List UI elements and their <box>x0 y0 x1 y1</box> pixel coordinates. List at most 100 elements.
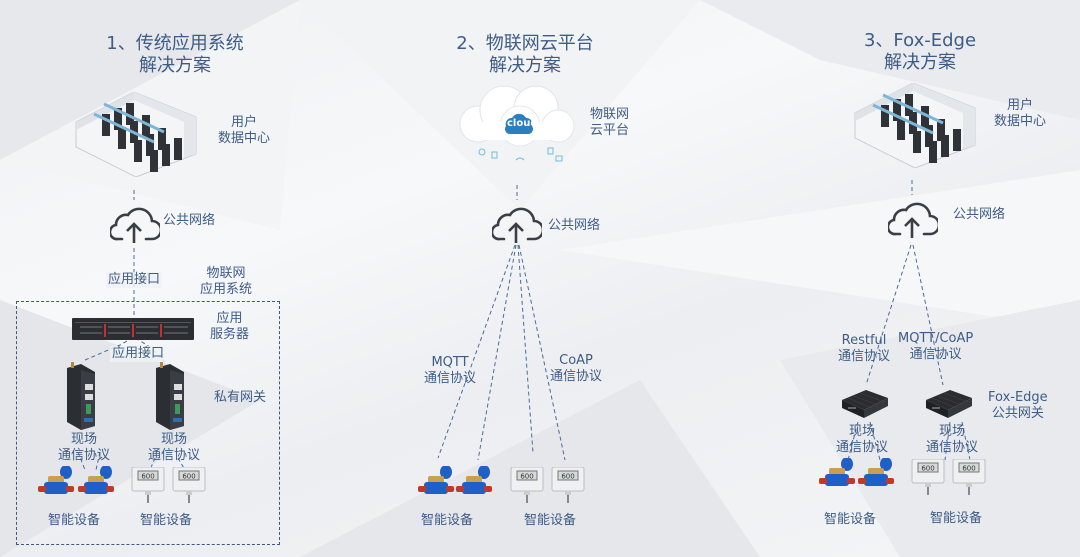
col3-field-proto-left-line2: 通信协议 <box>836 440 889 455</box>
sensor-icon: 600 <box>172 466 206 503</box>
col1-datacenter-label: 用户 数据中心 <box>218 115 270 147</box>
sensor-device: 600 <box>911 458 945 499</box>
col3-datacenter-label: 用户 数据中心 <box>994 98 1046 130</box>
col1-field-proto-right: 现场 通信协议 <box>148 432 200 464</box>
private-gateway-icon-2 <box>156 362 184 430</box>
col3-devices-right-label: 智能设备 <box>930 511 983 526</box>
col3-proto-right: MQTT/CoAP 通信协议 <box>898 331 973 363</box>
sensor-device: 600 <box>510 466 544 507</box>
col3-gateway-label-line2: 公共网关 <box>991 406 1044 421</box>
cloud-badge-text: cloud <box>507 118 538 129</box>
col2-proto-right: CoAP 通信协议 <box>550 353 602 385</box>
col2-cloud-label-line1: 物联网 <box>590 107 630 122</box>
col2-proto-left: MQTT 通信协议 <box>424 355 476 387</box>
col1-field-proto-left: 现场 通信协议 <box>58 432 110 464</box>
col3-field-proto-left: 现场 通信协议 <box>836 424 888 456</box>
col3-proto-left: Restful 通信协议 <box>838 333 890 365</box>
datacenter-icon <box>75 92 197 177</box>
col1-field-proto-left-line1: 现场 <box>71 432 98 447</box>
col1-server-label-line1: 应用 <box>216 311 243 326</box>
col2-proto-right-line2: 通信协议 <box>550 369 603 384</box>
water-meter-icon <box>456 466 492 494</box>
col1-cloud-upload-icon <box>110 207 160 243</box>
col2-proto-left-line2: 通信协议 <box>424 371 477 386</box>
col3-datacenter-label-line2: 数据中心 <box>994 114 1047 129</box>
col1-network-label: 公共网络 <box>163 213 216 228</box>
iot-cloud-platform-icon <box>459 85 575 162</box>
col1-field-proto-right-line1: 现场 <box>161 432 188 447</box>
water-meter-icon <box>38 466 74 494</box>
col1-title-line2: 解决方案 <box>139 55 211 76</box>
col3-title-line1: 3、Fox-Edge <box>863 30 977 51</box>
col1-api-label-top: 应用接口 <box>106 272 163 288</box>
col2-cloud-label: 物联网 云平台 <box>590 107 629 139</box>
col3-cloud-upload-icon <box>888 202 938 238</box>
col2-devices-left-label: 智能设备 <box>421 513 474 528</box>
col3-devices-left-label: 智能设备 <box>824 512 877 527</box>
sensor-icon: 600 <box>952 458 986 495</box>
iot-application-system-boundary <box>16 301 280 545</box>
sensor-display: 600 <box>182 473 195 481</box>
col1-server-label-line2: 服务器 <box>210 327 250 342</box>
col2-title-line2: 解决方案 <box>489 55 561 76</box>
fox-edge-gateway-icon-1 <box>842 390 888 418</box>
sensor-display: 600 <box>962 465 975 473</box>
col1-field-proto-left-line2: 通信协议 <box>58 448 111 463</box>
col3-proto-right-line1: MQTT/CoAP <box>898 331 974 346</box>
sensor-device: 600 <box>551 466 585 507</box>
col3-field-proto-left-line1: 现场 <box>849 424 876 439</box>
col1-title-line1: 1、传统应用系统 <box>106 33 244 54</box>
col1-datacenter-label-line2: 数据中心 <box>218 131 271 146</box>
sensor-device: 600 <box>172 466 206 507</box>
col1-title: 1、传统应用系统 解决方案 <box>90 33 260 77</box>
sensor-display: 600 <box>141 473 154 481</box>
water-meter-icon <box>819 458 855 486</box>
col2-title: 2、物联网云平台 解决方案 <box>440 33 610 77</box>
col1-system-label-line1: 物联网 <box>206 266 246 281</box>
sensor-device: 600 <box>131 466 165 507</box>
private-gateway-icon-1 <box>67 362 95 430</box>
col1-system-label-line2: 应用系统 <box>200 282 253 297</box>
sensor-icon: 600 <box>131 466 165 503</box>
col2-cloud-upload-icon <box>492 207 542 243</box>
col3-datacenter-label-line1: 用户 <box>1007 98 1034 113</box>
col2-cloud-label-line2: 云平台 <box>590 123 630 138</box>
col1-api-label-inner: 应用接口 <box>110 346 167 362</box>
col3-proto-right-line2: 通信协议 <box>909 347 962 362</box>
col3-gateway-label: Fox-Edge 公共网关 <box>988 390 1048 422</box>
col3-title-line2: 解决方案 <box>884 52 956 73</box>
col3-proto-left-line2: 通信协议 <box>838 349 891 364</box>
sensor-device: 600 <box>952 458 986 499</box>
sensor-icon: 600 <box>510 466 544 503</box>
col2-proto-left-line1: MQTT <box>431 355 469 370</box>
col1-field-proto-right-line2: 通信协议 <box>148 448 201 463</box>
datacenter-icon <box>854 83 976 168</box>
col1-datacenter-label-line1: 用户 <box>231 115 258 130</box>
col3-title: 3、Fox-Edge 解决方案 <box>840 30 1000 74</box>
col2-network-label: 公共网络 <box>548 218 601 233</box>
app-server-icon <box>72 318 194 340</box>
col1-server-label: 应用 服务器 <box>210 311 249 343</box>
sensor-display: 600 <box>561 473 574 481</box>
col3-network-label: 公共网络 <box>953 207 1006 222</box>
col2-proto-right-line1: CoAP <box>559 353 593 368</box>
col1-gateway-label: 私有网关 <box>214 390 267 405</box>
col3-field-proto-right: 现场 通信协议 <box>926 424 978 456</box>
col1-devices-left-label: 智能设备 <box>48 513 101 528</box>
col3-proto-left-line1: Restful <box>841 333 887 348</box>
water-meter-icon <box>78 466 114 494</box>
fox-edge-gateway-icon-2 <box>926 390 972 418</box>
col3-field-proto-right-line2: 通信协议 <box>926 440 979 455</box>
col2-title-line1: 2、物联网云平台 <box>456 33 594 54</box>
water-meter-icon <box>418 466 454 494</box>
col3-field-proto-right-line1: 现场 <box>939 424 966 439</box>
col1-system-label: 物联网 应用系统 <box>200 266 252 298</box>
sensor-display: 600 <box>921 465 934 473</box>
col3-gateway-label-line1: Fox-Edge <box>988 390 1048 405</box>
col1-devices-right-label: 智能设备 <box>140 513 193 528</box>
col2-devices-right-label: 智能设备 <box>524 513 577 528</box>
sensor-icon: 600 <box>551 466 585 503</box>
sensor-icon: 600 <box>911 458 945 495</box>
sensor-display: 600 <box>520 473 533 481</box>
water-meter-icon <box>858 458 894 486</box>
